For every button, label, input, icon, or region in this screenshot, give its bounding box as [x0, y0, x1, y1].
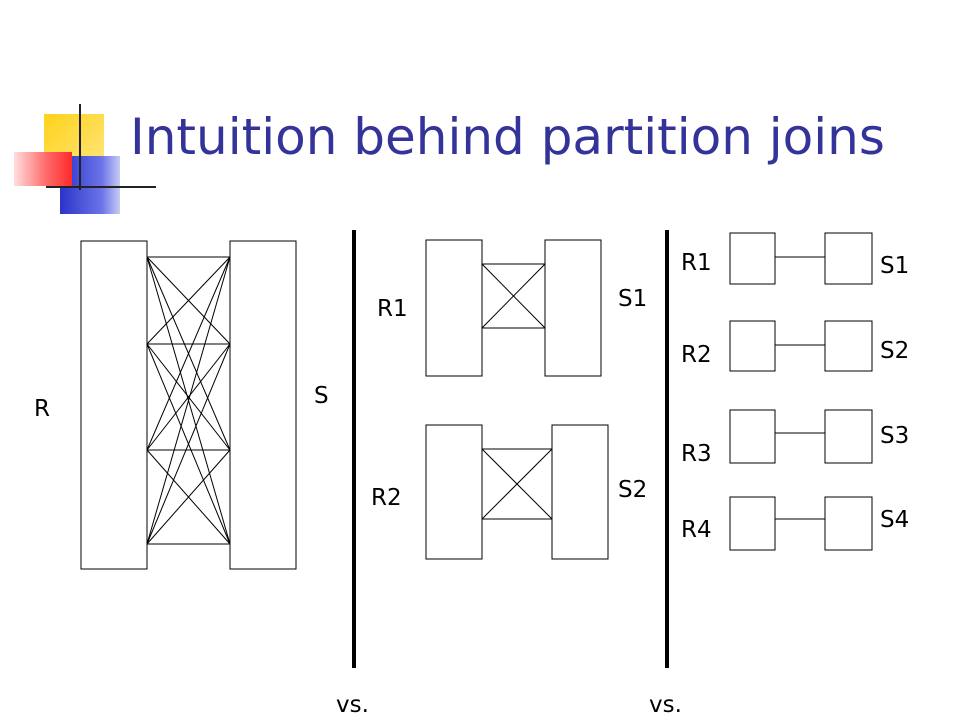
partition-s1-box — [544, 239, 602, 377]
join-r1-s1-cross-b — [481, 263, 546, 329]
two-partition-panel: R1 R2 S1 S2 — [371, 239, 647, 560]
full-join-panel: R S — [34, 240, 329, 570]
partition-r2-label: R2 — [681, 342, 712, 368]
cross-join-line — [146, 449, 231, 545]
partition-s1-label: S1 — [880, 253, 909, 279]
partition-s2-label: S2 — [880, 338, 909, 364]
partition-s4-box — [824, 496, 873, 551]
partition-s3-label: S3 — [880, 423, 909, 449]
partition-r1-label: R1 — [681, 250, 712, 276]
logo-horizontal-line — [46, 186, 156, 188]
relation-s-box — [229, 240, 297, 570]
relation-r-box — [80, 240, 148, 570]
partition-s2-box — [551, 424, 609, 560]
partition-r1-label: R1 — [377, 296, 408, 322]
partition-r2-box — [729, 320, 776, 372]
partition-s3-box — [824, 409, 873, 464]
partition-r4-label: R4 — [681, 517, 712, 543]
partition-r3-box — [729, 409, 776, 464]
partition-r1-box — [425, 239, 483, 377]
relation-s-label: S — [314, 383, 329, 409]
partition-r4-box — [729, 496, 776, 551]
join-r2-s2-cross-b — [481, 448, 553, 520]
partition-r2-label: R2 — [371, 485, 402, 511]
cross-join-line — [146, 256, 231, 451]
partition-s1-box — [824, 232, 873, 285]
partition-r2-box — [425, 424, 483, 560]
relation-r-label: R — [34, 396, 50, 422]
four-partition-panel: R1 R2 R3 R4 S1 S2 S3 S4 — [681, 232, 909, 551]
logo-red-bar — [14, 152, 72, 186]
logo-vertical-line — [79, 104, 81, 190]
cross-join-line — [146, 256, 231, 345]
partition-s1-label: S1 — [618, 286, 647, 312]
slide-title: Intuition behind partition joins — [130, 108, 885, 166]
cross-join-line — [146, 343, 231, 545]
cross-join-line — [146, 256, 231, 545]
separator-label-1: vs. — [336, 692, 369, 718]
separator-label-2: vs. — [649, 692, 682, 718]
full-join-lines — [146, 256, 231, 545]
partition-r3-label: R3 — [681, 441, 712, 467]
partition-r1-box — [729, 232, 776, 285]
partition-s4-label: S4 — [880, 507, 909, 533]
partition-s2-label: S2 — [618, 477, 647, 503]
cross-join-line — [146, 343, 231, 451]
partition-s2-box — [824, 320, 873, 372]
